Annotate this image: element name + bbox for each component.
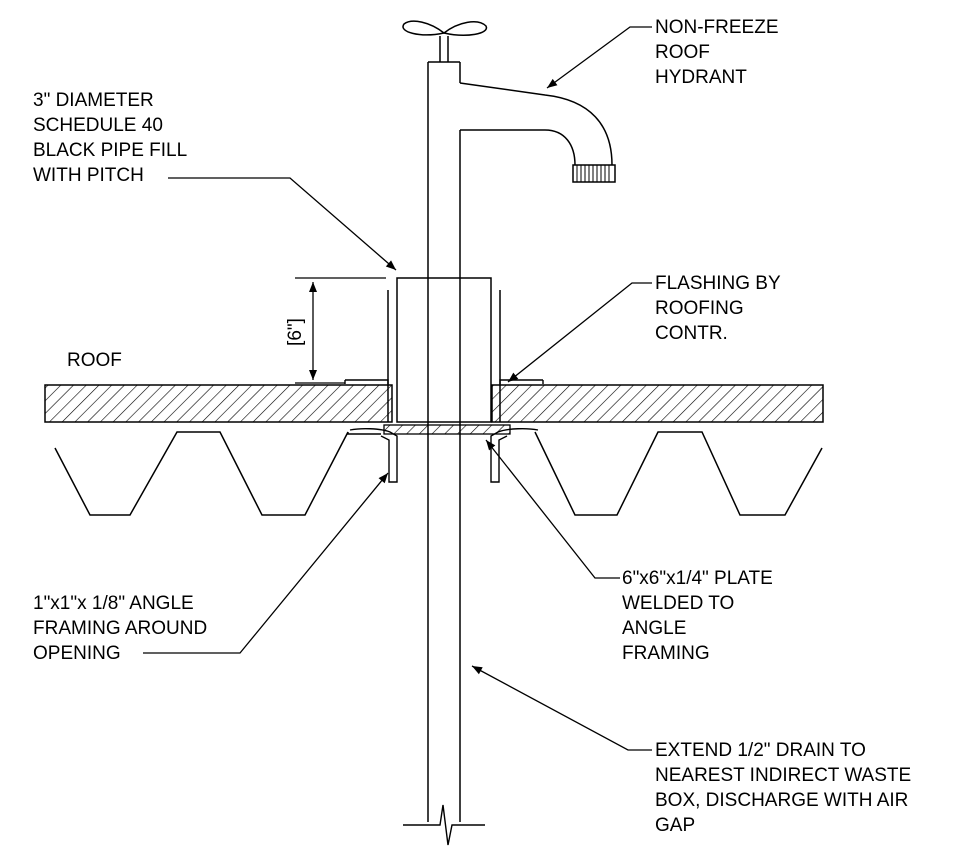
roof-label: ROOF bbox=[67, 350, 122, 371]
steel-plate bbox=[383, 424, 511, 435]
plate-label-line-2: WELDED TO bbox=[622, 593, 735, 614]
flashing-label: FLASHING BY ROOFING CONTR. bbox=[655, 271, 781, 346]
plate-label-line-1: 6"x6"x1/4" PLATE bbox=[622, 568, 773, 589]
hydrant-label-line-2: ROOF bbox=[655, 42, 710, 63]
angle-framing bbox=[347, 427, 539, 483]
plate-label-line-3: ANGLE bbox=[622, 618, 687, 639]
metal-deck bbox=[54, 431, 823, 516]
angle-framing-label-line-2: FRAMING AROUND bbox=[33, 618, 208, 639]
hydrant-pipe bbox=[427, 61, 616, 822]
roof-slab bbox=[44, 384, 824, 423]
flashing-label-line-2: ROOFING bbox=[655, 298, 744, 319]
valve-handle-icon bbox=[402, 20, 487, 62]
pipe-fill-label-line-4: WITH PITCH bbox=[33, 165, 144, 186]
angle-framing-label: 1"x1"x 1/8" ANGLE FRAMING AROUND OPENING bbox=[33, 591, 207, 666]
flashing-label-line-1: FLASHING BY bbox=[655, 273, 781, 294]
pipe-fill-label-line-3: BLACK PIPE FILL bbox=[33, 140, 188, 161]
drain-label: EXTEND 1/2" DRAIN TO NEAREST INDIRECT WA… bbox=[655, 738, 911, 838]
pipe-fill-label-line-2: SCHEDULE 40 bbox=[33, 115, 163, 136]
leader-lines bbox=[143, 26, 652, 751]
angle-framing-label-line-3: OPENING bbox=[33, 643, 121, 664]
angle-framing-label-line-1: 1"x1"x 1/8" ANGLE bbox=[33, 593, 194, 614]
drain-label-line-1: EXTEND 1/2" DRAIN TO bbox=[655, 740, 866, 761]
pipe-sleeve bbox=[387, 277, 501, 423]
plate-label: 6"x6"x1/4" PLATE WELDED TO ANGLE FRAMING bbox=[622, 566, 773, 666]
flashing bbox=[344, 379, 544, 384]
dimension-label: [6"] bbox=[285, 318, 306, 346]
hydrant-label-line-3: HYDRANT bbox=[655, 67, 747, 88]
pipe-fill-label: 3" DIAMETER SCHEDULE 40 BLACK PIPE FILL … bbox=[33, 88, 187, 188]
plate-label-line-4: FRAMING bbox=[622, 643, 710, 664]
drain-label-line-2: NEAREST INDIRECT WASTE bbox=[655, 765, 912, 786]
hydrant-label-line-1: NON-FREEZE bbox=[655, 17, 779, 38]
hydrant-label: NON-FREEZE ROOF HYDRANT bbox=[655, 15, 779, 90]
pipe-break-line bbox=[403, 804, 485, 846]
dimension-6in bbox=[295, 277, 386, 384]
hose-thread-icon bbox=[576, 165, 610, 182]
drain-label-line-3: BOX, DISCHARGE WITH AIR bbox=[655, 790, 909, 811]
pipe-fill-label-line-1: 3" DIAMETER bbox=[33, 90, 154, 111]
drain-label-line-4: GAP bbox=[655, 815, 696, 836]
flashing-label-line-3: CONTR. bbox=[655, 323, 728, 344]
